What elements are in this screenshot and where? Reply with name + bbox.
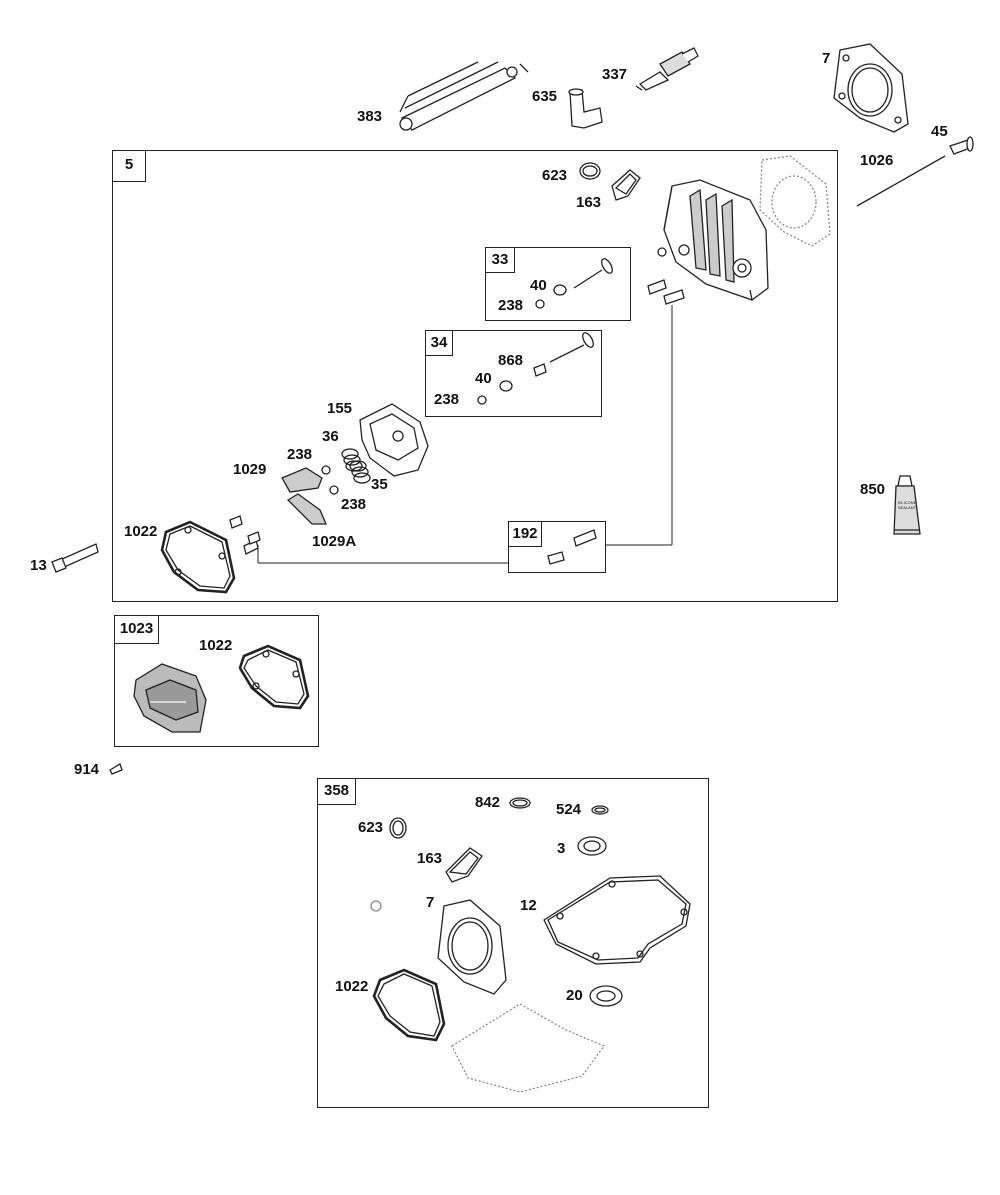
push-rod-1026-drawing <box>856 136 974 207</box>
valve-34-parts-drawing <box>477 332 594 405</box>
callout-850: 850 <box>860 481 886 498</box>
frame-33-tag: 33 <box>485 247 515 273</box>
callout-45: 45 <box>931 123 948 140</box>
callout-7-b: 7 <box>426 894 435 911</box>
callout-1022-b: 1022 <box>199 637 233 654</box>
callout-1022-a: 1022 <box>124 523 158 540</box>
gasket-163-top-drawing <box>611 169 641 201</box>
callout-238-c: 238 <box>287 446 313 463</box>
frame-358-tag: 358 <box>317 778 356 805</box>
valve-cover-1023-drawing <box>133 663 207 733</box>
callout-36: 36 <box>322 428 339 445</box>
callout-623-b: 623 <box>358 819 384 836</box>
callout-238-d: 238 <box>341 496 367 513</box>
spark-plug-337-drawing <box>635 47 699 91</box>
frame-192-tag: 192 <box>508 521 542 547</box>
callout-163-b: 163 <box>417 850 443 867</box>
callout-623-top: 623 <box>542 167 568 184</box>
callout-914: 914 <box>74 761 100 778</box>
callout-635: 635 <box>532 88 558 105</box>
leader-lines <box>257 305 673 564</box>
gasket-set-358-parts-drawing <box>370 797 691 1093</box>
retainers-238-drawing <box>321 465 339 495</box>
callout-35: 35 <box>371 476 388 493</box>
callout-238-b: 238 <box>434 391 460 408</box>
callout-155: 155 <box>327 400 353 417</box>
breather-192-drawing <box>547 529 597 565</box>
callout-7-top: 7 <box>822 50 831 67</box>
frame-33 <box>485 247 631 321</box>
valve-cover-gasket-1022b-drawing <box>238 644 310 710</box>
callout-337: 337 <box>602 66 628 83</box>
frame-5 <box>112 150 838 602</box>
callout-13: 13 <box>30 557 47 574</box>
head-studs-drawing <box>647 247 685 305</box>
valve-cover-gasket-1022a-drawing <box>160 520 236 594</box>
callout-1029: 1029 <box>233 461 267 478</box>
bolt-13-drawing <box>51 543 99 573</box>
rocker-bracket-155-drawing <box>359 403 429 477</box>
spark-plug-boot-635-drawing <box>568 88 603 129</box>
cylinder-head-drawing <box>663 155 831 301</box>
frame-5-tag: 5 <box>112 150 146 182</box>
callout-868: 868 <box>498 352 524 369</box>
callout-238-a: 238 <box>498 297 524 314</box>
callout-40-b: 40 <box>475 370 492 387</box>
callout-1022-c: 1022 <box>335 978 369 995</box>
frame-192 <box>508 521 606 573</box>
callout-842: 842 <box>475 794 501 811</box>
sealant-tube-label: SILICONE SEALANT <box>897 500 917 510</box>
rocker-arms-1029-drawing <box>281 467 327 525</box>
callout-1029a: 1029A <box>312 533 357 550</box>
frame-34 <box>425 330 602 417</box>
frame-358 <box>317 778 709 1108</box>
valve-33-parts-drawing <box>535 258 613 309</box>
springs-36-35-drawing <box>341 448 371 484</box>
callout-3: 3 <box>557 840 566 857</box>
frame-1023-tag: 1023 <box>114 615 159 644</box>
callout-524: 524 <box>556 801 582 818</box>
screw-914-drawing <box>109 763 123 775</box>
callout-40-a: 40 <box>530 277 547 294</box>
tool-383-drawing <box>399 61 529 131</box>
callout-12: 12 <box>520 897 537 914</box>
frame-34-tag: 34 <box>425 330 453 356</box>
oring-623-top-drawing <box>579 162 601 180</box>
callout-383: 383 <box>357 108 383 125</box>
callout-20: 20 <box>566 987 583 1004</box>
frame-1023 <box>114 615 319 747</box>
callout-163-top: 163 <box>576 194 602 211</box>
sealant-tube-850-drawing <box>893 475 921 535</box>
head-gasket-7-drawing <box>833 43 909 133</box>
callout-1026: 1026 <box>860 152 894 169</box>
